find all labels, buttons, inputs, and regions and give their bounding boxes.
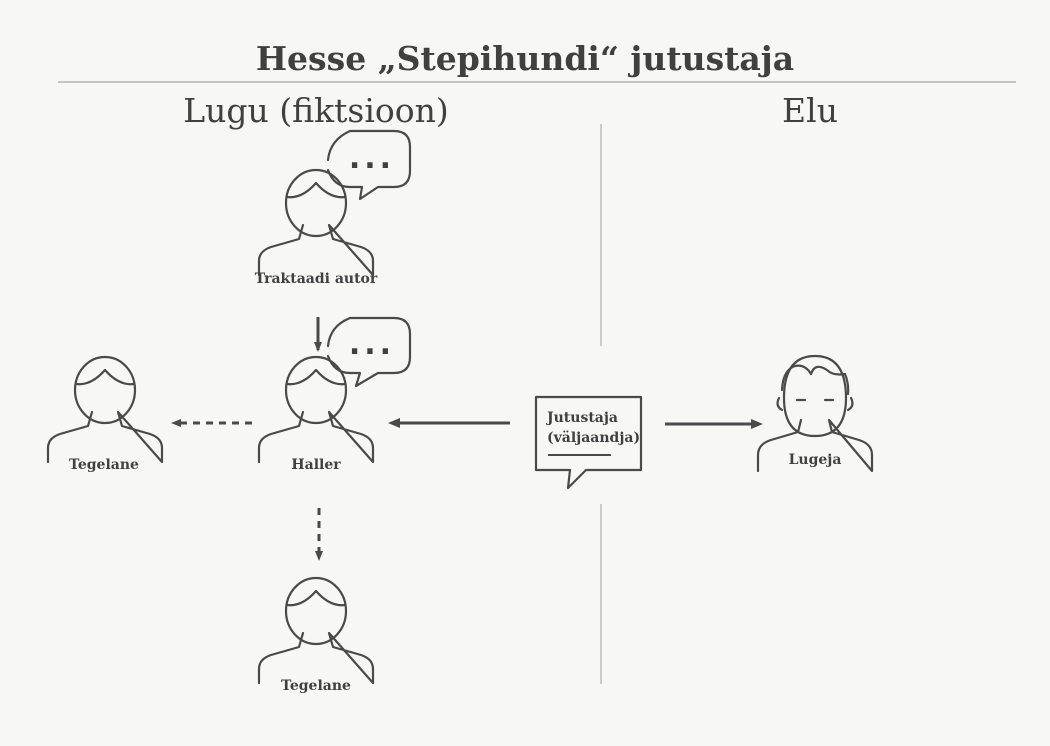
label-lugeja: Lugeja	[789, 452, 842, 468]
arrow-head-jutustaja-to-haller	[388, 418, 400, 428]
speech-bubble-traktaadi-autor: ...	[326, 129, 412, 201]
section-life-heading: Elu	[782, 91, 838, 130]
label-jutustaja-line1: Jutustaja	[545, 410, 618, 426]
dashed-arrow-head-down	[315, 551, 323, 561]
arrow-head-jutustaja-to-lugeja	[751, 419, 763, 429]
person-lugeja-icon	[756, 354, 874, 473]
label-tegelane-bottom: Tegelane	[281, 678, 351, 694]
person-traktaadi-autor-icon	[257, 168, 375, 277]
label-traktaadi-autor: Traktaadi autor	[255, 271, 378, 287]
label-tegelane-left: Tegelane	[69, 457, 139, 473]
speech-ellipsis: ...	[349, 327, 395, 362]
speech-bubble-haller: ...	[326, 316, 412, 388]
jutustaja-box: Jutustaja (väljaandja)	[534, 395, 643, 490]
person-tegelane-bottom-icon	[257, 576, 375, 685]
person-tegelane-left-icon	[46, 355, 164, 464]
dashed-arrow-head-left	[171, 419, 181, 427]
label-haller: Haller	[291, 457, 341, 473]
section-story-heading: Lugu (fiktsioon)	[183, 91, 449, 130]
speech-ellipsis: ...	[349, 141, 395, 176]
label-jutustaja-line2: (väljaandja)	[547, 430, 640, 446]
diagram-title: Hesse „Stepihundi“ jutustaja	[256, 39, 794, 78]
